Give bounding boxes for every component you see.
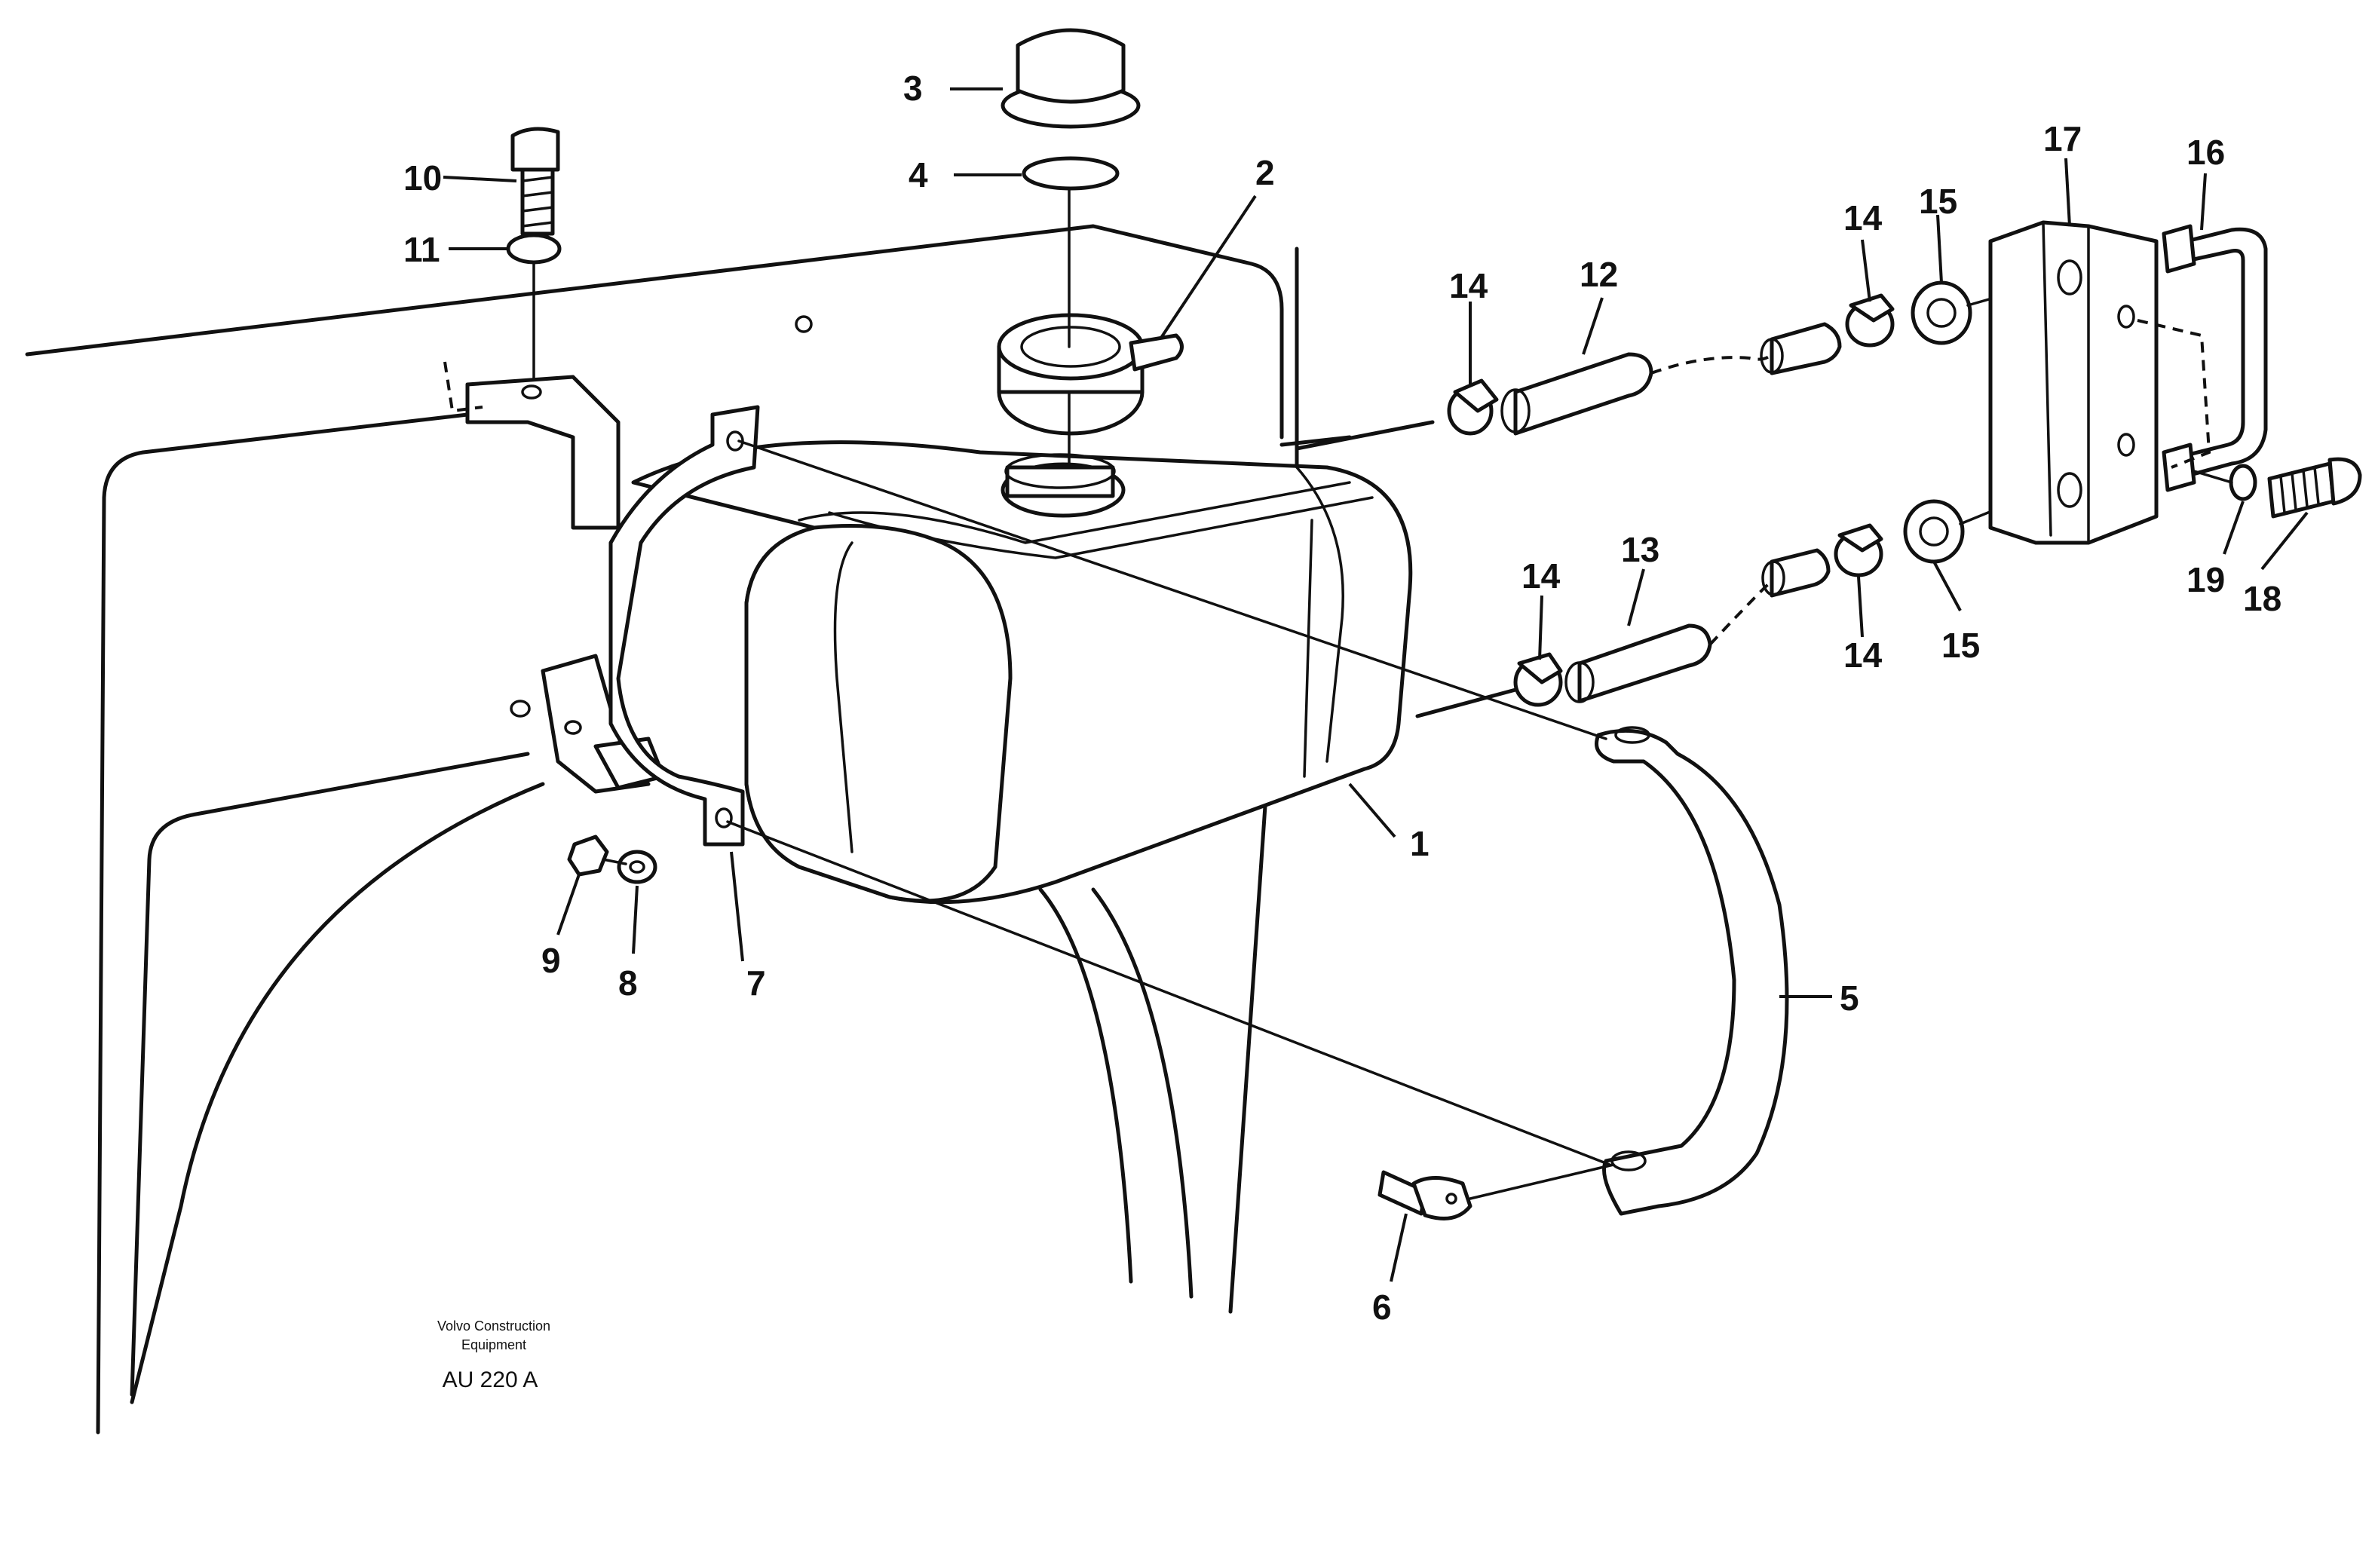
- callout-12: 12: [1580, 255, 1618, 294]
- washer: [506, 233, 562, 265]
- strap-upper-guide-line: [737, 439, 1607, 740]
- nut-washer-hole: [629, 860, 645, 874]
- nut-axis-line: [602, 858, 627, 865]
- u-tube: [2137, 224, 2268, 492]
- callout-8: 8: [618, 963, 638, 1003]
- lower-bracket: [510, 654, 666, 794]
- callout-1: 1: [1410, 824, 1430, 863]
- callout-15-b: 15: [1941, 626, 1980, 665]
- callout-17: 17: [2043, 119, 2082, 158]
- callout-2: 2: [1255, 153, 1275, 192]
- callout-19: 19: [2186, 560, 2225, 599]
- bolt: [510, 127, 560, 236]
- caption-company-line-2: Equipment: [461, 1337, 526, 1352]
- radiator-housing: [25, 224, 1299, 1435]
- callout-4: 4: [909, 155, 928, 194]
- caption-drawing-code: AU 220 A: [443, 1367, 538, 1392]
- filler-neck: [997, 313, 1184, 436]
- upper-hose-assembly: [1295, 274, 2075, 451]
- upper-bracket: [443, 361, 621, 530]
- callout-15-a: 15: [1919, 182, 1957, 221]
- callout-14-b: 14: [1843, 198, 1883, 237]
- nut: [567, 835, 609, 877]
- callout-7: 7: [746, 963, 766, 1003]
- rear-washer: [2229, 464, 2257, 501]
- callout-13: 13: [1621, 530, 1659, 569]
- leader-lines: [443, 87, 2309, 1282]
- seal-ring: [1022, 156, 1120, 191]
- screw-guide-line: [1469, 1163, 1615, 1200]
- nut-washer: [617, 850, 657, 884]
- callout-6: 6: [1372, 1288, 1392, 1327]
- rear-bolt: [2267, 457, 2362, 519]
- callout-9: 9: [541, 941, 561, 980]
- mounting-plate: [1988, 220, 2159, 545]
- callout-3: 3: [903, 69, 923, 108]
- strap-lower-guide-line: [726, 820, 1611, 1166]
- filler-cap: [1001, 28, 1141, 129]
- callout-11: 11: [403, 230, 440, 269]
- lower-hose-assembly: [1415, 481, 2064, 718]
- callout-14-c: 14: [1521, 556, 1561, 596]
- callout-5: 5: [1840, 978, 1859, 1018]
- drawing-caption: Volvo Construction Equipment AU 220 A: [437, 1318, 550, 1392]
- strap: [1595, 726, 1789, 1216]
- rear-bolt-axis-line: [2193, 470, 2233, 484]
- caption-company-line-1: Volvo Construction: [437, 1318, 550, 1334]
- callout-14-d: 14: [1843, 635, 1883, 675]
- callout-10: 10: [403, 158, 442, 198]
- strap-screw: [1377, 1170, 1472, 1220]
- callout-16: 16: [2186, 133, 2225, 172]
- callout-labels: 1 2 3 4 5 6 7 8 9 10 11 12 13 14 14 14 1…: [403, 69, 2281, 1327]
- callout-18: 18: [2243, 579, 2281, 618]
- expansion-tank: [631, 435, 1413, 905]
- callout-14-a: 14: [1449, 266, 1488, 305]
